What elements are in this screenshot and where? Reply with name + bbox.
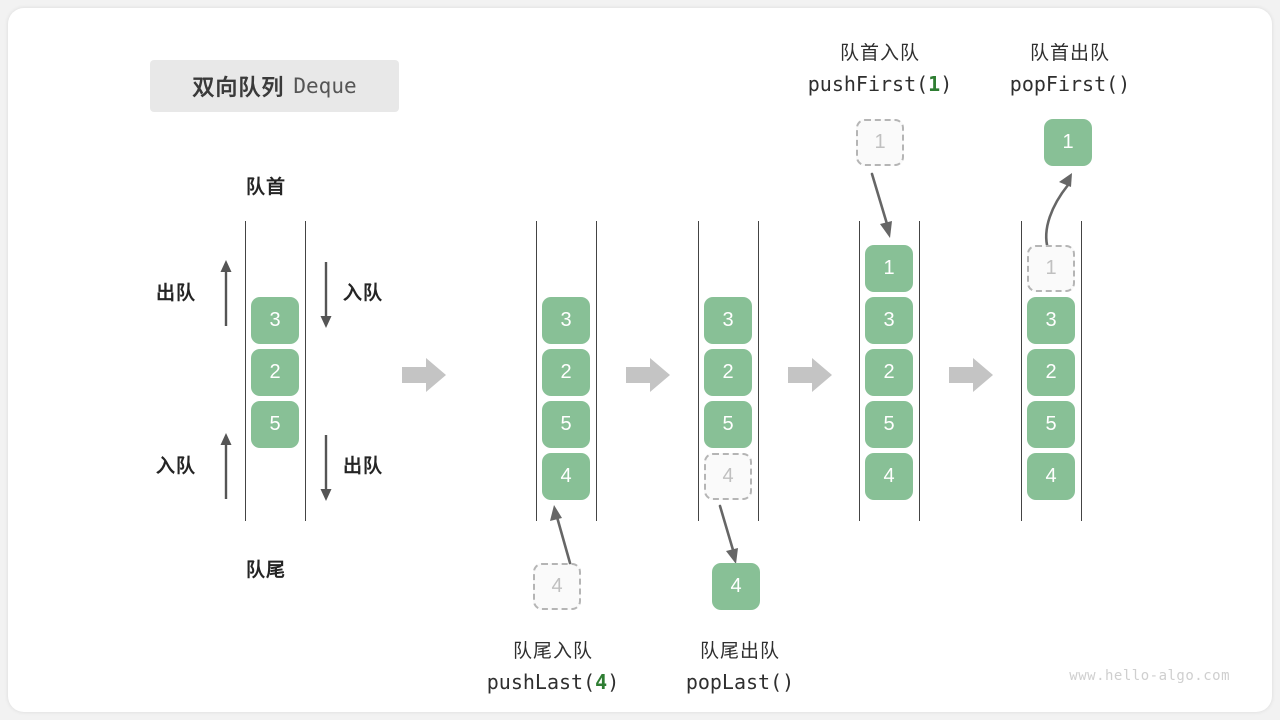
rail-left-panel-4 — [859, 221, 860, 521]
deque-cell: 2 — [865, 349, 913, 396]
title-chinese: 双向队列 — [192, 75, 285, 100]
rail-left-panel-3 — [698, 221, 699, 521]
arrow-push-last — [550, 505, 572, 565]
deque-cell: 2 — [251, 349, 299, 396]
step-arrow-icon — [788, 358, 832, 392]
removed-ghost-cell: 1 — [1027, 245, 1075, 292]
caption-push-last-cn: 队尾入队 — [512, 641, 593, 662]
deque-cell: 2 — [1027, 349, 1075, 396]
outgoing-cell: 1 — [1044, 119, 1092, 166]
diagram-card: 双向队列 Deque 队首 队尾 出队 入队 入队 — [8, 8, 1272, 712]
rail-left-panel-5 — [1021, 221, 1022, 521]
deque-cell: 3 — [1027, 297, 1075, 344]
removed-ghost-cell: 4 — [704, 453, 752, 500]
deque-cell: 5 — [704, 401, 752, 448]
caption-push-last-code: pushLast(4) — [453, 670, 653, 694]
push-last-arg: 4 — [595, 670, 608, 694]
deque-cell: 5 — [251, 401, 299, 448]
deque-cell: 3 — [542, 297, 590, 344]
arrow-pop-first — [1044, 173, 1072, 251]
label-enqueue-rear: 入队 — [156, 456, 197, 477]
label-dequeue-rear: 出队 — [343, 456, 384, 477]
caption-pop-first-cn: 队首出队 — [1029, 43, 1110, 64]
label-enqueue-front: 入队 — [343, 283, 384, 304]
rail-right-panel-5 — [1081, 221, 1082, 521]
deque-cell: 2 — [704, 349, 752, 396]
label-rear: 队尾 — [246, 560, 287, 581]
arrow-down-enqueue-front — [320, 262, 332, 328]
deque-cell: 4 — [542, 453, 590, 500]
rail-right-panel-1 — [305, 221, 306, 521]
deque-cell: 3 — [865, 297, 913, 344]
deque-cell: 5 — [542, 401, 590, 448]
title-english: Deque — [293, 74, 357, 98]
incoming-ghost-cell: 1 — [856, 119, 904, 166]
incoming-ghost-cell: 4 — [533, 563, 581, 610]
step-arrow-icon — [949, 358, 993, 392]
push-first-arg: 1 — [928, 72, 941, 96]
pop-first-paren: ) — [1118, 72, 1131, 96]
push-last-paren: ) — [607, 670, 620, 694]
label-dequeue-front: 出队 — [156, 283, 197, 304]
label-front: 队首 — [246, 177, 287, 198]
pop-last-paren: ) — [782, 670, 795, 694]
outgoing-cell: 4 — [712, 563, 760, 610]
step-arrow-icon — [402, 358, 446, 392]
deque-cell: 5 — [1027, 401, 1075, 448]
arrow-up-dequeue-front — [220, 260, 232, 326]
deque-cell: 4 — [865, 453, 913, 500]
arrow-down-dequeue-rear — [320, 435, 332, 501]
title-badge: 双向队列 Deque — [150, 60, 399, 112]
pop-last-fn: popLast( — [685, 670, 783, 694]
step-arrow-icon — [626, 358, 670, 392]
arrow-push-first — [870, 172, 892, 238]
deque-cell: 3 — [251, 297, 299, 344]
deque-cell: 1 — [865, 245, 913, 292]
pop-first-fn: popFirst( — [1009, 72, 1119, 96]
caption-push-first-cn: 队首入队 — [839, 43, 920, 64]
watermark: www.hello-algo.com — [1069, 668, 1230, 684]
push-first-paren: ) — [940, 72, 953, 96]
deque-cell: 5 — [865, 401, 913, 448]
deque-cell: 4 — [1027, 453, 1075, 500]
push-last-fn: pushLast( — [486, 670, 596, 694]
caption-push-first-code: pushFirst(1) — [780, 72, 980, 96]
deque-cell: 2 — [542, 349, 590, 396]
rail-right-panel-4 — [919, 221, 920, 521]
push-first-fn: pushFirst( — [807, 72, 929, 96]
caption-pop-last-cn: 队尾出队 — [699, 641, 780, 662]
rail-left-panel-1 — [245, 221, 246, 521]
caption-pop-first-code: popFirst() — [970, 72, 1170, 96]
caption-pop-last-code: popLast() — [640, 670, 840, 694]
rail-right-panel-2 — [596, 221, 597, 521]
arrow-pop-last — [718, 504, 738, 564]
rail-left-panel-2 — [536, 221, 537, 521]
rail-right-panel-3 — [758, 221, 759, 521]
deque-cell: 3 — [704, 297, 752, 344]
arrow-up-enqueue-rear — [220, 433, 232, 499]
